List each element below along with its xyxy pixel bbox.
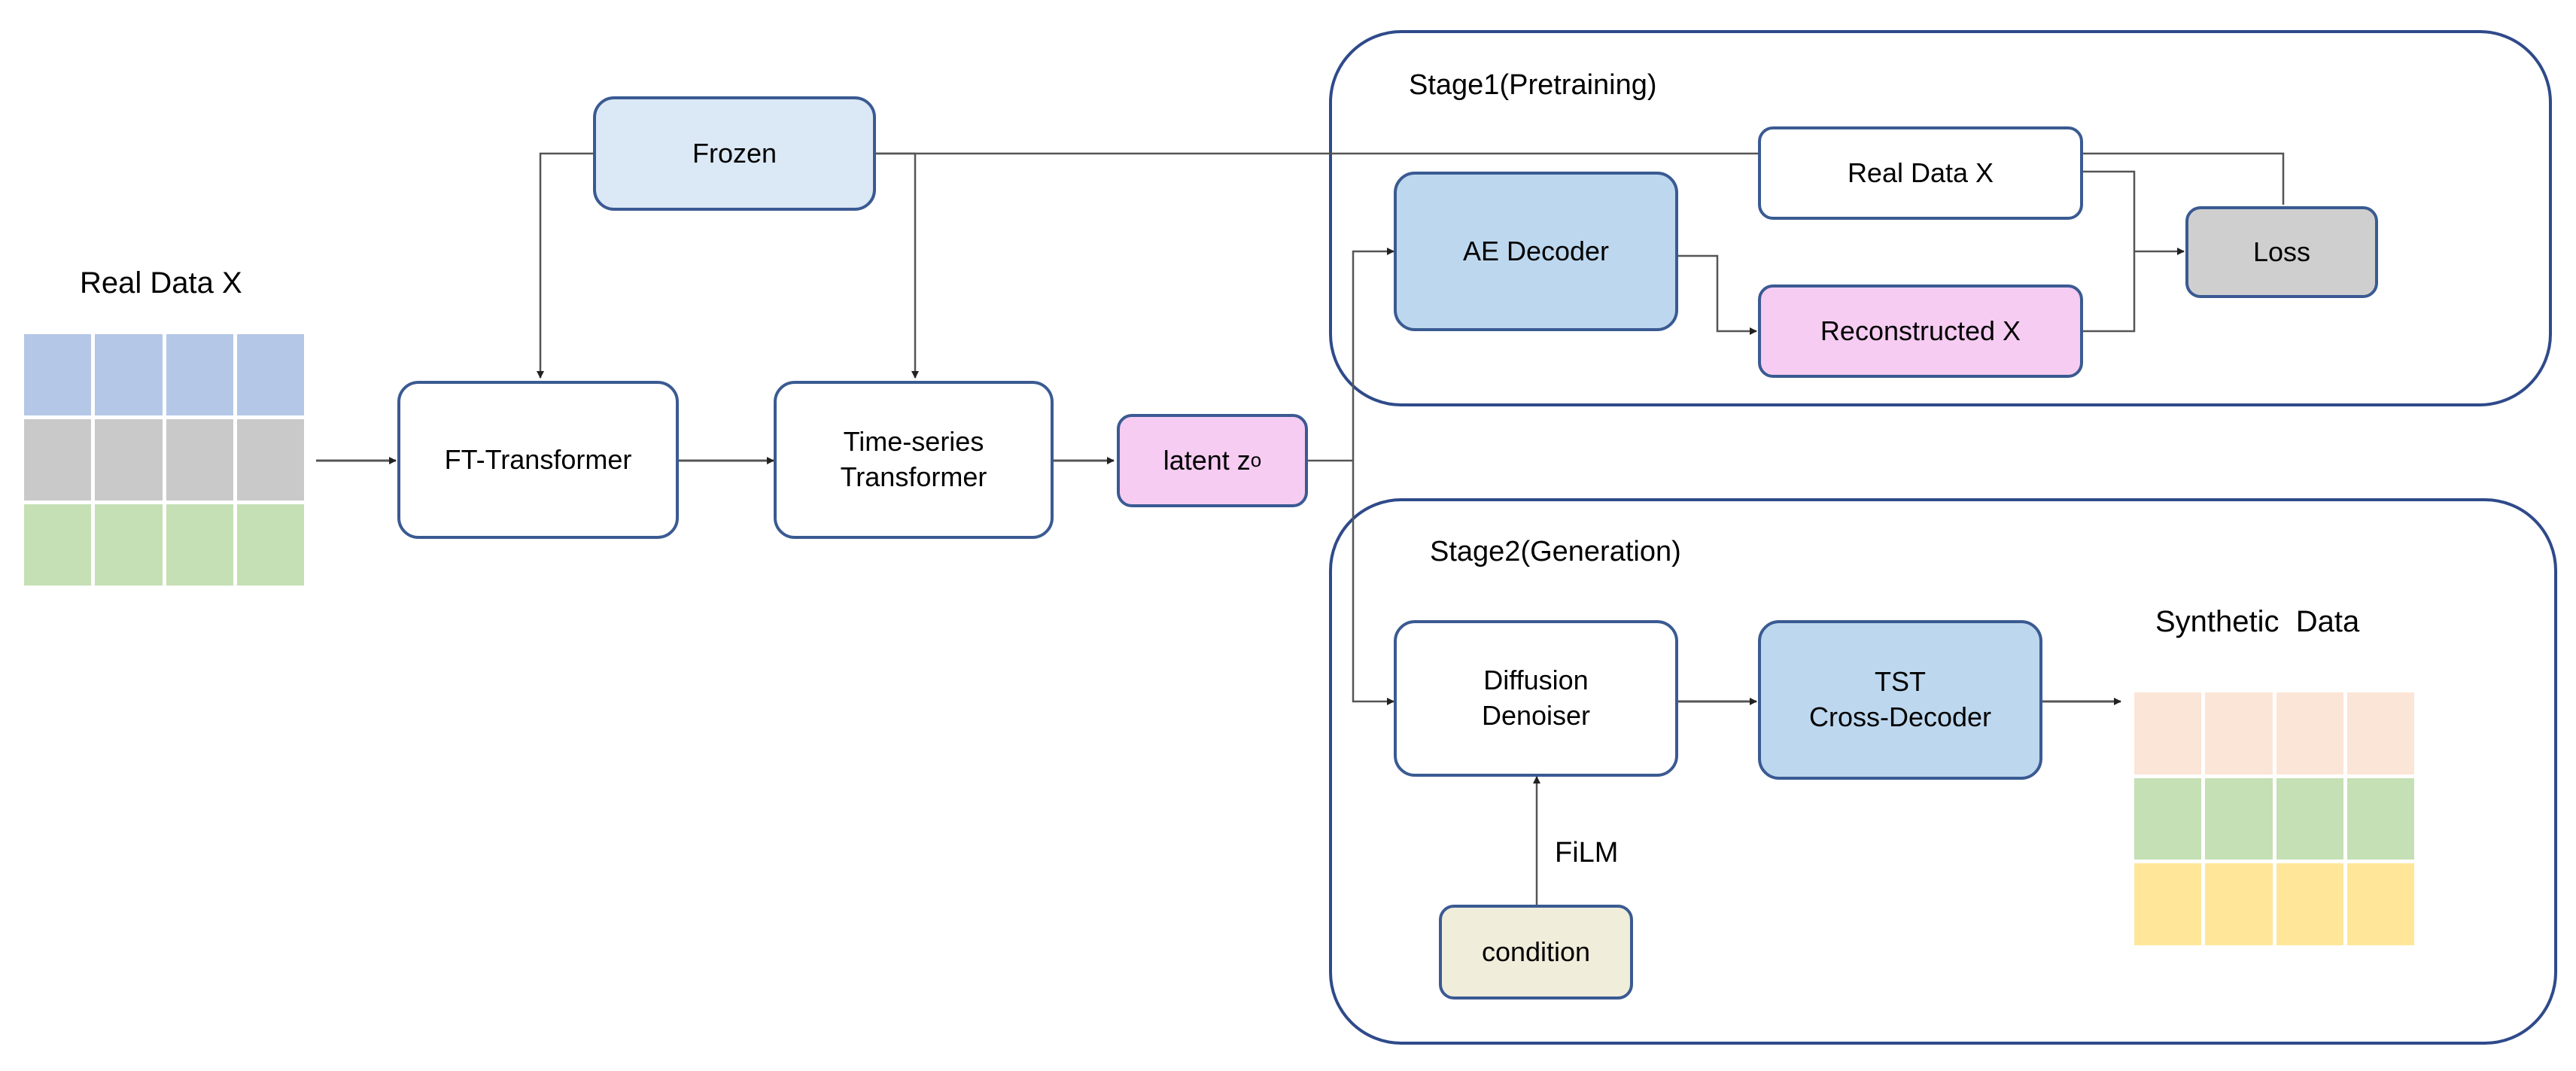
output-title: Synthetic Data (2155, 605, 2360, 638)
output-table-cell (2276, 777, 2343, 860)
input-table-cell (236, 419, 304, 501)
ae-decoder-node: AE Decoder (1394, 172, 1678, 331)
output-table-cell (2134, 777, 2202, 860)
time-series-transformer-node: Time-series Transformer (774, 381, 1054, 539)
output-table-cell (2346, 692, 2414, 774)
diffusion-denoiser-node: Diffusion Denoiser (1394, 620, 1678, 777)
stage1-label: Stage1(Pretraining) (1409, 69, 1657, 101)
ft-transformer-node: FT-Transformer (397, 381, 679, 539)
input-table-cell (95, 334, 163, 415)
input-table-cell (95, 419, 163, 501)
output-table-cell (2205, 692, 2273, 774)
stage2-label: Stage2(Generation) (1430, 536, 1681, 567)
input-table-cell (24, 504, 92, 586)
edge-latent-to-diffusion (1352, 461, 1394, 705)
input-title: Real Data X (80, 266, 242, 300)
edge-frozen-to-loss (876, 152, 2285, 205)
latent-label: latent z (1163, 444, 1251, 476)
edge-frozen-to-ft (537, 152, 593, 379)
input-table-cell (166, 419, 233, 501)
output-table-cell (2276, 692, 2343, 774)
input-table-cell (236, 334, 304, 415)
output-table-cell (2134, 692, 2202, 774)
real-data-x-node: Real Data X (1758, 126, 2083, 220)
edge-recon-to-loss (2083, 251, 2136, 333)
loss-node: Loss (2185, 206, 2378, 298)
input-table-cell (166, 334, 233, 415)
stage2-box (1329, 498, 2557, 1045)
latent-subscript: o (1250, 449, 1262, 472)
reconstructed-x-node: Reconstructed X (1758, 284, 2083, 378)
output-table-cell (2205, 777, 2273, 860)
output-data-table (2134, 692, 2414, 945)
output-table-cell (2205, 863, 2273, 945)
output-table-cell (2346, 863, 2414, 945)
edge-latent-to-ae (1352, 248, 1394, 461)
edge-frozen-to-ts (876, 152, 919, 379)
stage1-box (1329, 30, 2552, 406)
input-table-cell (95, 504, 163, 586)
input-table-cell (24, 334, 92, 415)
film-label: FiLM (1555, 837, 1619, 869)
output-table-cell (2134, 863, 2202, 945)
input-table-cell (24, 419, 92, 501)
input-table-cell (236, 504, 304, 586)
output-table-cell (2276, 863, 2343, 945)
input-table-cell (166, 504, 233, 586)
input-data-table (24, 334, 304, 586)
edge-ae-to-recon (1678, 254, 1757, 335)
condition-node: condition (1439, 905, 1633, 999)
frozen-node: Frozen (593, 96, 876, 211)
output-table-cell (2346, 777, 2414, 860)
edge-real-to-loss (2083, 170, 2136, 251)
tst-cross-decoder-node: TST Cross-Decoder (1758, 620, 2042, 780)
